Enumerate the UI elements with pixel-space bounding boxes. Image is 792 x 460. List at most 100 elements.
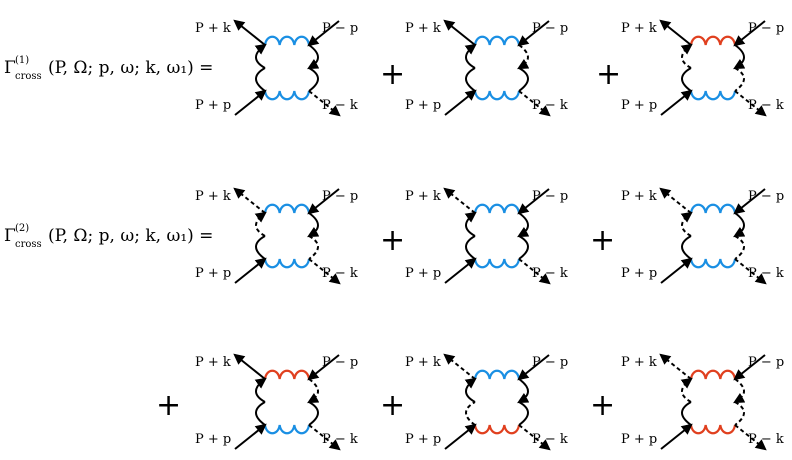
right-lower-propagator — [308, 401, 319, 426]
left-lower-propagator — [681, 401, 692, 426]
plus-operator: + — [380, 223, 405, 258]
left-upper-propagator — [464, 377, 477, 403]
momentum-label-bottom-right: P − k — [532, 98, 568, 113]
plus-operator: + — [590, 223, 615, 258]
bottom-interaction-wave — [263, 424, 311, 435]
momentum-label-top-right: P − p — [532, 189, 568, 204]
momentum-label-bottom-right: P − k — [748, 432, 784, 447]
gamma-arguments: (P, Ω; p, ω; k, ω₁) = — [48, 58, 213, 78]
external-leg-bottom-left — [234, 257, 267, 284]
external-leg-top-right — [517, 20, 550, 47]
right-lower-propagator — [308, 67, 319, 92]
gamma-arguments: (P, Ω; p, ω; k, ω₁) = — [48, 226, 213, 246]
left-upper-propagator — [680, 377, 693, 403]
momentum-label-top-left: P + k — [195, 189, 231, 204]
external-leg-top-left — [659, 187, 692, 214]
left-lower-propagator — [255, 401, 266, 426]
momentum-label-top-right: P − p — [532, 355, 568, 370]
momentum-label-bottom-right: P − k — [322, 98, 358, 113]
top-interaction-wave — [473, 369, 521, 380]
bottom-interaction-wave — [263, 258, 311, 269]
plus-operator: + — [590, 388, 615, 423]
right-upper-propagator — [307, 212, 320, 238]
external-leg-top-left — [233, 19, 266, 46]
right-lower-propagator — [308, 235, 319, 260]
bottom-interaction-wave — [689, 258, 737, 269]
right-lower-propagator — [518, 67, 529, 92]
top-interaction-wave — [263, 35, 311, 46]
momentum-label-top-right: P − p — [322, 21, 358, 36]
left-upper-propagator — [464, 43, 477, 69]
equation-1-lhs: Γ (1) cross (P, Ω; p, ω; k, ω₁) = — [4, 55, 213, 82]
external-leg-top-left — [233, 353, 266, 380]
plus-operator: + — [596, 57, 621, 92]
gamma-symbol: Γ — [4, 226, 16, 246]
left-upper-propagator — [254, 377, 267, 403]
top-interaction-wave — [473, 35, 521, 46]
left-lower-propagator — [465, 401, 476, 426]
right-lower-propagator — [518, 235, 529, 260]
momentum-label-top-right: P − p — [322, 189, 358, 204]
external-leg-top-right — [307, 354, 340, 381]
momentum-label-top-left: P + k — [405, 21, 441, 36]
gamma-subscript: cross — [15, 71, 42, 82]
external-leg-top-right — [733, 188, 766, 215]
gamma-symbol: Γ — [4, 58, 16, 78]
right-upper-propagator — [517, 378, 530, 404]
momentum-label-bottom-right: P − k — [748, 98, 784, 113]
momentum-label-top-right: P − p — [322, 355, 358, 370]
external-leg-top-left — [659, 19, 692, 46]
external-leg-bottom-left — [234, 423, 267, 450]
left-lower-propagator — [255, 67, 266, 92]
right-upper-propagator — [517, 44, 530, 70]
left-upper-propagator — [254, 211, 267, 237]
external-leg-top-right — [517, 354, 550, 381]
gamma-superscript: (1) — [15, 55, 29, 66]
left-lower-propagator — [681, 235, 692, 260]
top-interaction-wave — [263, 369, 311, 380]
right-upper-propagator — [307, 378, 320, 404]
momentum-label-bottom-right: P − k — [322, 432, 358, 447]
momentum-label-bottom-left: P + p — [405, 98, 441, 113]
gamma-superscript: (2) — [15, 223, 29, 234]
right-lower-propagator — [734, 401, 745, 426]
external-leg-bottom-left — [660, 89, 693, 116]
momentum-label-bottom-right: P − k — [748, 266, 784, 281]
momentum-label-bottom-left: P + p — [621, 98, 657, 113]
left-upper-propagator — [464, 211, 477, 237]
left-upper-propagator — [680, 43, 693, 69]
plus-operator: + — [156, 388, 181, 423]
momentum-label-bottom-left: P + p — [405, 266, 441, 281]
right-upper-propagator — [733, 212, 746, 238]
momentum-label-bottom-left: P + p — [405, 432, 441, 447]
gamma-subscript: cross — [15, 239, 42, 250]
equation-2-lhs: Γ (2) cross (P, Ω; p, ω; k, ω₁) = — [4, 223, 213, 250]
momentum-label-top-left: P + k — [405, 355, 441, 370]
top-interaction-wave — [263, 203, 311, 214]
external-leg-bottom-left — [444, 257, 477, 284]
external-leg-top-right — [307, 20, 340, 47]
external-leg-top-right — [733, 20, 766, 47]
momentum-label-top-left: P + k — [621, 21, 657, 36]
external-leg-bottom-left — [444, 89, 477, 116]
momentum-label-bottom-left: P + p — [195, 266, 231, 281]
momentum-label-top-right: P − p — [532, 21, 568, 36]
external-leg-top-right — [517, 188, 550, 215]
external-leg-bottom-left — [444, 423, 477, 450]
bottom-interaction-wave — [689, 90, 737, 101]
left-lower-propagator — [465, 235, 476, 260]
left-upper-propagator — [254, 43, 267, 69]
bottom-interaction-wave — [473, 90, 521, 101]
plus-operator: + — [380, 388, 405, 423]
left-lower-propagator — [681, 67, 692, 92]
momentum-label-bottom-left: P + p — [621, 266, 657, 281]
external-leg-top-left — [443, 19, 476, 46]
right-upper-propagator — [733, 44, 746, 70]
top-interaction-wave — [689, 369, 737, 380]
